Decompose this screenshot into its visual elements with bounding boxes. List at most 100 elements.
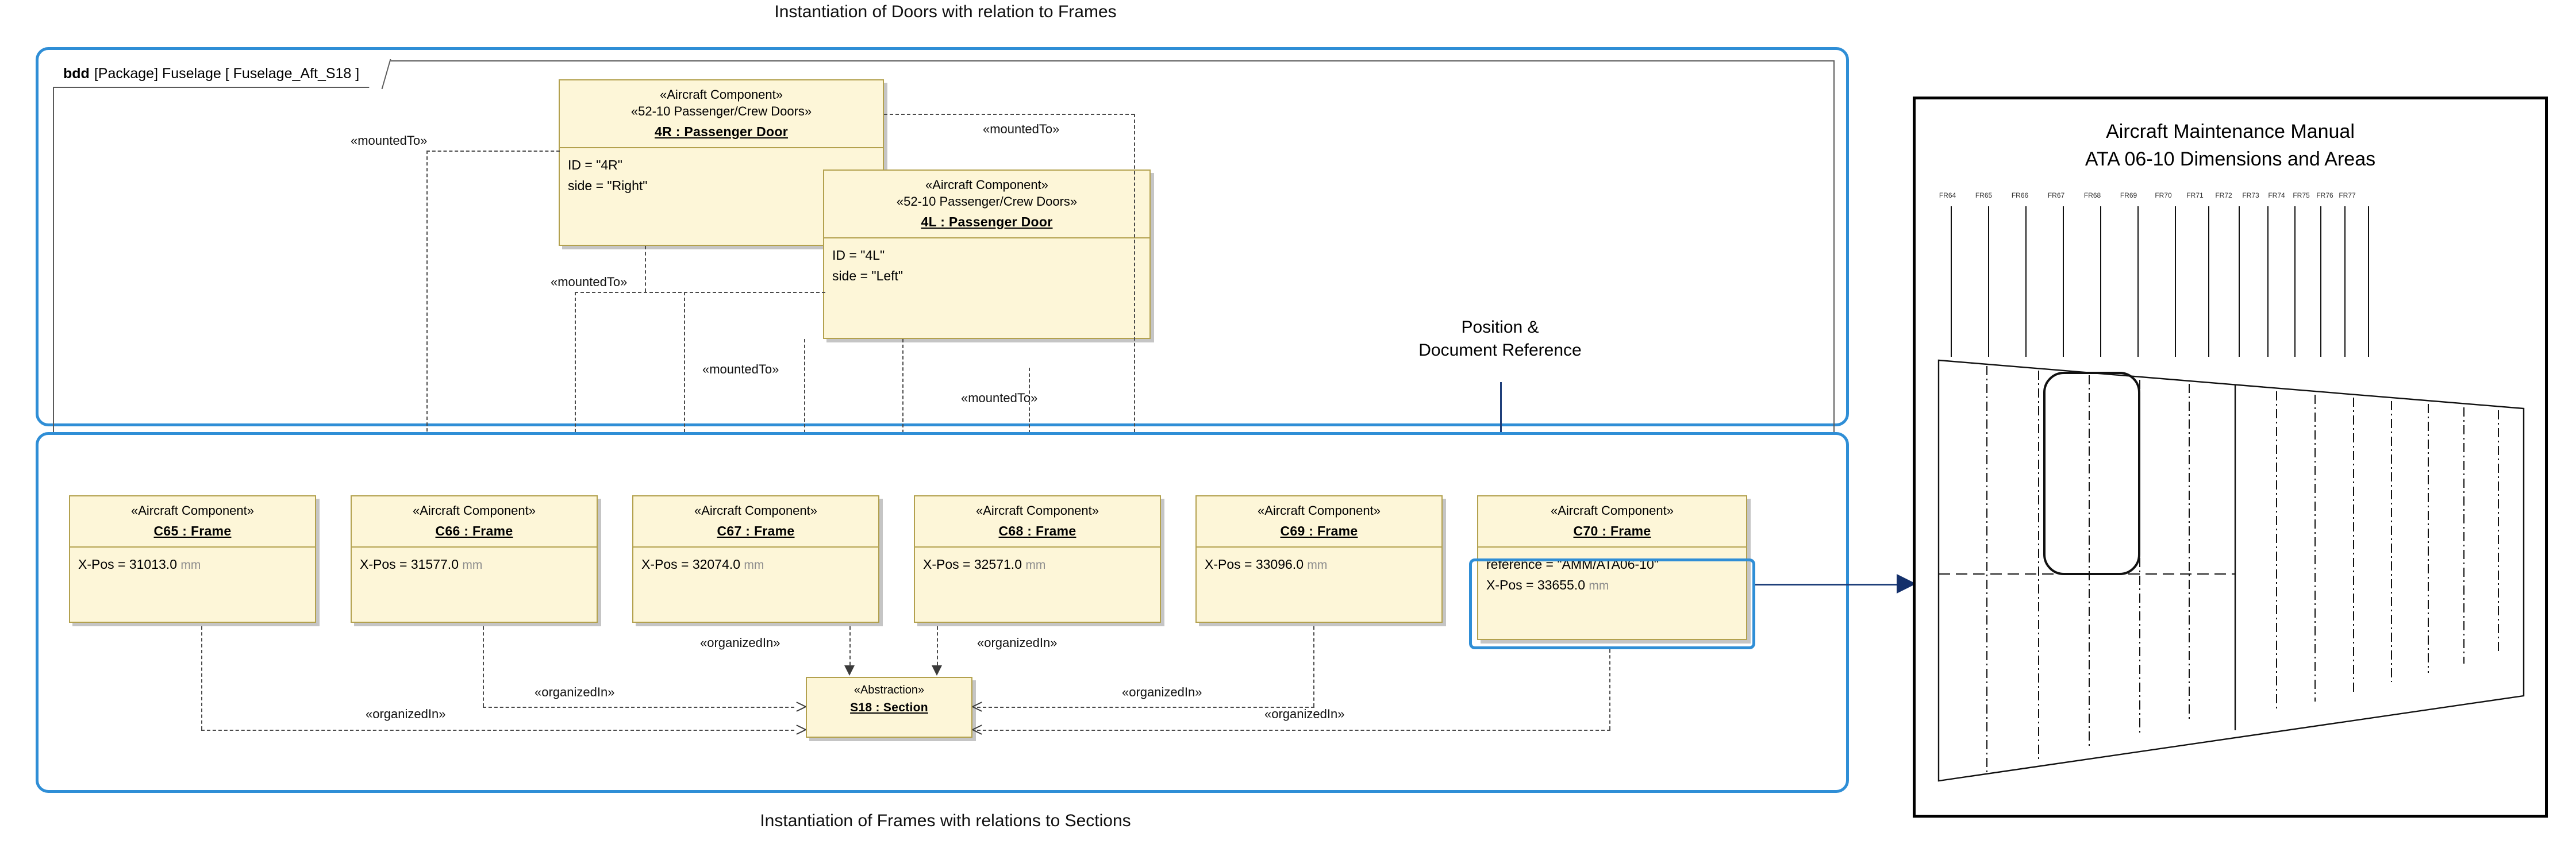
door-4R-header: «Aircraft Component» «52-10 Passenger/Cr… (560, 80, 883, 147)
frame-C68-separator (915, 546, 1160, 548)
frame-block-C70[interactable]: «Aircraft Component» C70 : Frame referen… (1477, 495, 1747, 640)
frame-C67-separator (633, 546, 878, 548)
frame-C70-separator (1478, 546, 1746, 548)
section-block-S18[interactable]: «Abstraction» S18 : Section (806, 677, 972, 738)
note-line-2: Document Reference (1418, 340, 1582, 360)
mountedto-seg-e-v (804, 339, 805, 507)
frame-C70-attributes: reference = "AMM/ATA06-10" X-Pos = 33655… (1478, 548, 1746, 602)
frame-C66-attributes: X-Pos = 31577.0 mm (352, 548, 597, 582)
position-document-note: Position & Document Reference (1362, 316, 1638, 361)
organizedin-c69-h (977, 707, 1314, 708)
frame-C65-xpos-unit: mm (180, 558, 201, 572)
frame-C65-header: «Aircraft Component» C65 : Frame (70, 496, 315, 546)
organizedin-label-2: «organizedIn» (535, 685, 615, 699)
note-line-1: Position & (1461, 318, 1539, 337)
door-4L-name: 4L : Passenger Door (921, 214, 1053, 230)
top-caption: Instantiation of Doors with relation to … (774, 2, 1117, 21)
organizedin-arrow-c70 (972, 724, 984, 735)
frame-C65-xpos-value: X-Pos = 31013.0 (78, 557, 177, 572)
organizedin-c66-h (483, 707, 794, 708)
door-4L-header: «Aircraft Component» «52-10 Passenger/Cr… (824, 171, 1149, 237)
frame-C67-xpos-unit: mm (744, 558, 764, 572)
amm-frame-station-labels: FR64 FR65 FR66 FR67 FR68 FR69 FR70 FR71 … (1929, 191, 2516, 199)
fr-label: FR68 (2083, 191, 2101, 199)
organizedin-label-1: «organizedIn» (366, 707, 446, 721)
organizedin-arrow-c67 (844, 665, 855, 676)
frame-block-C69[interactable]: «Aircraft Component» C69 : Frame X-Pos =… (1195, 495, 1443, 623)
frame-block-C67[interactable]: «Aircraft Component» C67 : Frame X-Pos =… (632, 495, 879, 623)
frame-C67-header: «Aircraft Component» C67 : Frame (633, 496, 878, 546)
frame-C67-attributes: X-Pos = 32074.0 mm (633, 548, 878, 582)
frame-C68-xpos-unit: mm (1025, 558, 1046, 572)
amm-document-panel: Aircraft Maintenance Manual ATA 06-10 Di… (1913, 97, 2548, 818)
fr-label: FR67 (2047, 191, 2065, 199)
door-4L-attr-side: side = "Left" (832, 268, 903, 284)
frame-C65-stereotype: «Aircraft Component» (131, 503, 254, 518)
door-4R-stereotype-1: «Aircraft Component» (660, 87, 783, 102)
frame-C67-xpos-value: X-Pos = 32074.0 (641, 557, 740, 572)
amm-title-line-2: ATA 06-10 Dimensions and Areas (2085, 148, 2376, 171)
frame-C69-attributes: X-Pos = 33096.0 mm (1197, 548, 1441, 582)
door-4L-stereotype-1: «Aircraft Component» (925, 178, 1048, 192)
frame-block-C66[interactable]: «Aircraft Component» C66 : Frame X-Pos =… (351, 495, 598, 623)
frame-C66-header: «Aircraft Component» C66 : Frame (352, 496, 597, 546)
door-4L-separator (824, 237, 1149, 239)
door-4R-attr-side: side = "Right" (568, 178, 648, 194)
fr-label: FR75 (2293, 191, 2310, 199)
frame-C66-separator (352, 546, 597, 548)
frame-C70-xpos-value: X-Pos = 33655.0 (1486, 577, 1585, 593)
organizedin-label-3: «organizedIn» (700, 635, 781, 650)
organizedin-arrow-c65 (794, 724, 806, 735)
frame-C70-attr-reference: reference = "AMM/ATA06-10" (1486, 557, 1659, 572)
frame-C66-stereotype: «Aircraft Component» (413, 503, 536, 518)
door-4L-stereotype-2: «52-10 Passenger/Crew Doors» (896, 194, 1078, 209)
frame-C70-attr-xpos: X-Pos = 33655.0 mm (1486, 575, 1738, 596)
mountedto-seg-c-v1 (645, 246, 646, 292)
organizedin-c70-h (977, 730, 1610, 731)
bdd-header-text: [Package] Fuselage [ Fuselage_Aft_S18 ] (94, 65, 360, 82)
frame-C66-attr-xpos: X-Pos = 31577.0 mm (360, 554, 589, 575)
door-4R-name: 4R : Passenger Door (655, 124, 788, 140)
frame-C66-xpos-unit: mm (462, 558, 483, 572)
fr-label: FR64 (1939, 191, 1956, 199)
mountedto-seg-c-h (575, 292, 825, 293)
fr-label: FR73 (2242, 191, 2259, 199)
organizedin-arrow-c66 (794, 701, 806, 712)
frame-C65-separator (70, 546, 315, 548)
fuselage-drawing (1937, 206, 2525, 782)
organizedin-c67-v (849, 626, 851, 671)
frame-C68-header: «Aircraft Component» C68 : Frame (915, 496, 1160, 546)
fr-label: FR72 (2215, 191, 2232, 199)
organizedin-label-5: «organizedIn» (1122, 685, 1202, 699)
fr-label: FR77 (2339, 191, 2356, 199)
mountedto-seg-d-v (684, 292, 685, 507)
frame-C70-stereotype: «Aircraft Component» (1551, 503, 1674, 518)
organizedin-c68-v (937, 626, 938, 671)
frame-C68-name: C68 : Frame (998, 523, 1076, 539)
frame-C68-xpos-value: X-Pos = 32571.0 (923, 557, 1022, 572)
frame-C66-name: C66 : Frame (435, 523, 513, 539)
frame-C69-stereotype: «Aircraft Component» (1258, 503, 1381, 518)
mountedto-seg-b-h (884, 114, 1135, 115)
mountedto-label-1: «mountedTo» (351, 133, 428, 148)
section-S18-header: «Abstraction» S18 : Section (807, 678, 971, 722)
organizedin-c65-v (201, 626, 202, 730)
door-block-4L[interactable]: «Aircraft Component» «52-10 Passenger/Cr… (823, 169, 1151, 339)
amm-link-horizontal (1755, 584, 1906, 585)
amm-title: Aircraft Maintenance Manual ATA 06-10 Di… (1916, 118, 2545, 174)
door-4L-attr-id: ID = "4L" (832, 248, 885, 263)
frame-C67-stereotype: «Aircraft Component» (694, 503, 817, 518)
frame-C69-xpos-value: X-Pos = 33096.0 (1205, 557, 1304, 572)
door-4R-stereotype-2: «52-10 Passenger/Crew Doors» (630, 104, 812, 119)
mountedto-label-5: «mountedTo» (961, 391, 1038, 405)
frame-C67-attr-xpos: X-Pos = 32074.0 mm (641, 554, 870, 575)
door-4L-attributes: ID = "4L" side = "Left" (824, 238, 1149, 293)
mountedto-label-2: «mountedTo» (983, 122, 1060, 136)
bdd-header-tab: bdd [Package] Fuselage [ Fuselage_Aft_S1… (53, 59, 391, 89)
mountedto-seg-b-v (1134, 114, 1135, 507)
fr-label: FR71 (2186, 191, 2204, 199)
frame-block-C68[interactable]: «Aircraft Component» C68 : Frame X-Pos =… (914, 495, 1161, 623)
door-4R-separator (560, 147, 883, 149)
frame-C66-xpos-value: X-Pos = 31577.0 (360, 557, 459, 572)
frame-block-C65[interactable]: «Aircraft Component» C65 : Frame X-Pos =… (69, 495, 316, 623)
